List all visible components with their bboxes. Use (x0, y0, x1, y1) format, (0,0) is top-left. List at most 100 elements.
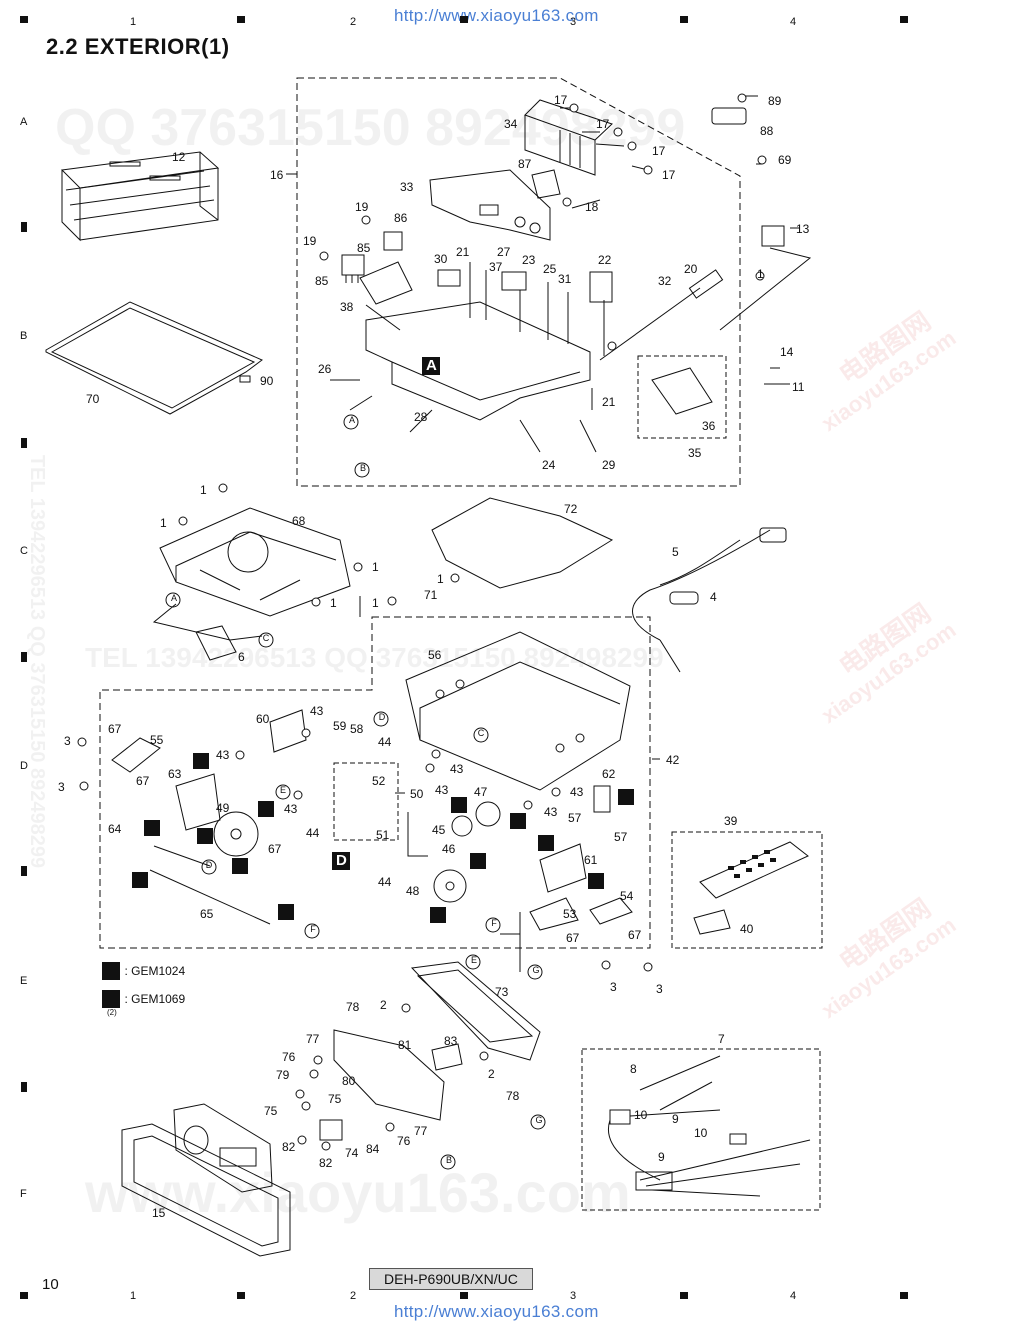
page-number: 10 (42, 1276, 59, 1293)
part-label-54: 54 (620, 889, 634, 903)
part-label-16: 16 (270, 168, 284, 182)
grid-col-1-top: 1 (130, 16, 137, 28)
part-label-4: 4 (710, 590, 717, 604)
circle-ref-B-2 (440, 1154, 456, 1170)
part-30-relay (437, 269, 461, 287)
screw-group (77, 93, 767, 1151)
part-label-89: 89 (768, 94, 782, 108)
part-label-1: 1 (757, 267, 764, 281)
part-label-57: 57 (568, 811, 582, 825)
group-box-42 (99, 616, 651, 949)
part-65-shaft (149, 869, 271, 925)
group-box-16 (296, 77, 741, 487)
part-label-82: 82 (282, 1140, 296, 1154)
part-label-62: 62 (602, 767, 616, 781)
part-label-49: 49 (216, 801, 230, 815)
part-label-48: 48 (406, 884, 420, 898)
grid-mark (900, 16, 908, 23)
part-label-40: 40 (740, 922, 754, 936)
part-68-mechanism (159, 507, 351, 617)
part-53-plate (529, 897, 579, 931)
grid-col-2-bottom: 2 (350, 1290, 357, 1302)
circle-ref-B-1 (354, 462, 370, 478)
part-label-44: 44 (306, 826, 320, 840)
part-label-67: 67 (628, 928, 642, 942)
circle-ref-F-label: F (310, 924, 316, 934)
part-label-43: 43 (284, 802, 298, 816)
circle-ref-G-1 (527, 964, 543, 980)
circle-ref-F-1 (304, 923, 320, 939)
part-label-73: 73 (495, 985, 509, 999)
grid-mark (680, 16, 688, 23)
part-34-bracket (524, 99, 613, 176)
part-label-67: 67 (268, 842, 282, 856)
circle-ref-B-label: B (445, 1155, 452, 1165)
part-label-43: 43 (310, 704, 324, 718)
part-label-17: 17 (652, 144, 666, 158)
part-87-connector (531, 169, 561, 199)
section-marker-D-label: D (336, 852, 347, 869)
part-label-20: 20 (684, 262, 698, 276)
grid-mark (21, 1082, 27, 1092)
part-61-lever (539, 843, 587, 893)
part-label-44: 44 (378, 735, 392, 749)
part-label-79: 79 (276, 1068, 290, 1082)
part-label-69: 69 (778, 153, 792, 167)
part-label-75: 75 (264, 1104, 278, 1118)
part-label-55: 55 (150, 733, 164, 747)
part-label-24: 24 (542, 458, 556, 472)
part-label-57: 57 (614, 830, 628, 844)
model-name: DEH-P690UB/XN/UC (369, 1268, 533, 1290)
part-label-90: 90 (260, 374, 274, 388)
part-70-plate (45, 301, 263, 415)
circle-ref-C-2 (473, 727, 489, 743)
part-81-board (333, 1029, 445, 1121)
circle-ref-A-1 (343, 414, 359, 430)
circle-ref-F-2 (485, 917, 501, 933)
part-label-76: 76 (282, 1050, 296, 1064)
part-74-part (319, 1119, 343, 1141)
part-15-bezel (121, 1123, 291, 1257)
part-label-68: 68 (292, 514, 306, 528)
part-label-3: 3 (656, 982, 663, 996)
circle-ref-G-label: G (535, 1115, 543, 1125)
part-label-51: 51 (376, 828, 390, 842)
bottom-url[interactable]: http://www.xiaoyu163.com (394, 1302, 599, 1321)
part-47-gear (475, 801, 501, 827)
grid-col-4-top: 4 (790, 16, 797, 28)
part-22-jack (589, 271, 613, 303)
part-62-motor (593, 785, 611, 813)
part-label-15: 15 (152, 1206, 166, 1220)
circle-ref-C-label: C (262, 633, 270, 643)
part-label-32: 32 (658, 274, 672, 288)
part-label-50: 50 (410, 787, 424, 801)
grid-mark (237, 16, 245, 23)
part-label-42: 42 (666, 753, 680, 767)
part-label-18: 18 (585, 200, 599, 214)
grid-col-3-bottom: 3 (570, 1290, 577, 1302)
part-label-46: 46 (442, 842, 456, 856)
part-20-cable (599, 269, 724, 361)
part-55-bracket (111, 737, 161, 773)
tool-icon-group (132, 753, 634, 923)
part-label-71: 71 (424, 588, 438, 602)
grid-row-B: B (20, 330, 28, 342)
grid-mark (237, 1292, 245, 1299)
part-label-85: 85 (357, 241, 371, 255)
top-url[interactable]: http://www.xiaoyu163.com (394, 6, 599, 25)
grid-mark (21, 652, 27, 662)
part-label-9: 9 (658, 1150, 665, 1164)
grid-row-D: D (20, 760, 28, 772)
part-72-sheet (431, 497, 614, 589)
circle-ref-E-2 (465, 954, 481, 970)
grid-mark (460, 1292, 468, 1299)
part-54-plate (589, 897, 633, 925)
part-label-61: 61 (584, 853, 598, 867)
part-label-19: 19 (355, 200, 369, 214)
part-label-44: 44 (378, 875, 392, 889)
part-label-58: 58 (350, 722, 364, 736)
part-label-85: 85 (315, 274, 329, 288)
part-label-65: 65 (200, 907, 214, 921)
part-label-3: 3 (610, 980, 617, 994)
part-label-11: 11 (792, 380, 805, 394)
